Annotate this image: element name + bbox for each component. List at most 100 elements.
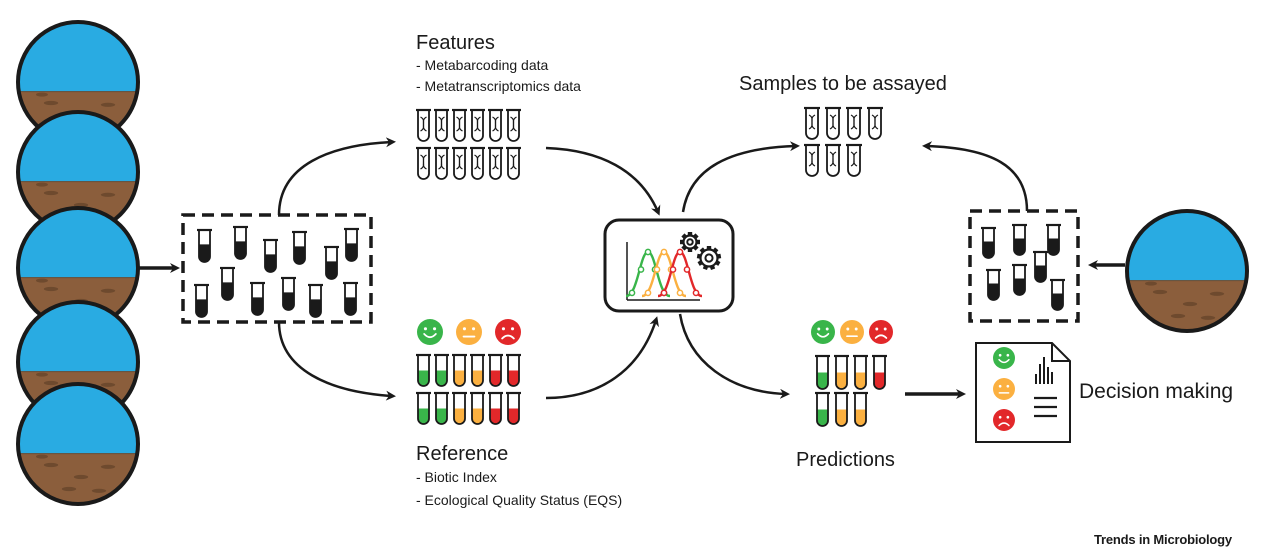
reference-item-1: - Biotic Index [416, 469, 497, 485]
test-tube-icon [1012, 263, 1027, 296]
data-point [676, 289, 684, 297]
data-point [637, 266, 645, 273]
test-tube-icon [233, 225, 248, 260]
arrow-icon [922, 141, 1029, 212]
test-tube-icon [867, 106, 883, 140]
data-point [692, 289, 700, 297]
smiley-icon [456, 319, 482, 345]
test-tube-icon [452, 146, 467, 180]
test-tube-icon [197, 228, 212, 263]
quality-smileys [417, 319, 893, 345]
test-tube-icon [853, 391, 868, 427]
test-tube-icon [1050, 278, 1065, 311]
test-tube-icon [506, 353, 521, 387]
dna-icon [438, 154, 445, 170]
test-tube-icon [506, 391, 521, 425]
dna-icon [492, 154, 499, 170]
smiley-icon [993, 378, 1015, 400]
test-tube-icon [416, 108, 431, 142]
test-tube-icon [292, 230, 307, 265]
water-sample-stack [16, 20, 140, 506]
test-tube-icon [506, 108, 521, 142]
test-tube-icon [220, 266, 235, 301]
dna-icon [474, 154, 481, 170]
dna-icon [420, 116, 427, 132]
test-tube-icon [343, 281, 358, 316]
dna-icon [808, 151, 816, 167]
features-item-2: - Metatranscriptomics data [416, 78, 581, 94]
test-tube-icon [986, 268, 1001, 301]
test-tube-icon [834, 391, 849, 427]
test-tube-icon [324, 245, 339, 280]
smiley-icon [869, 320, 893, 344]
reference-heading: Reference [416, 443, 509, 465]
test-tube-icon [1033, 250, 1048, 283]
test-tube-icon [488, 353, 503, 387]
test-tube-icon [825, 143, 841, 177]
dna-icon [438, 116, 445, 132]
test-tube-icon [804, 143, 820, 177]
smiley-icon [840, 320, 864, 344]
test-tube-icon [308, 283, 323, 318]
features-heading: Features [416, 32, 495, 54]
features-item-1: - Metabarcoding data [416, 57, 549, 73]
dna-icon [829, 151, 837, 167]
dna-icon [829, 114, 837, 130]
data-point [683, 266, 691, 273]
data-point [644, 289, 652, 297]
test-tube-icon [416, 146, 431, 180]
test-tube-icon [872, 354, 887, 390]
dna-icon [456, 154, 463, 170]
test-tube-icon [452, 353, 467, 387]
reference-item-2: - Ecological Quality Status (EQS) [416, 492, 623, 508]
test-tube-icon [488, 391, 503, 425]
dna-icon [808, 114, 816, 130]
data-point [660, 248, 668, 256]
data-point [628, 289, 636, 297]
new-water-sample [1125, 209, 1249, 333]
test-tube-icon [804, 106, 820, 140]
dna-icon [850, 151, 858, 167]
data-point [644, 248, 652, 256]
data-point [653, 266, 661, 273]
water-sample-icon [1125, 209, 1249, 333]
arrow-icon [545, 146, 661, 216]
smiley-icon [993, 347, 1015, 369]
dna-icon [492, 116, 499, 132]
smiley-icon [417, 319, 443, 345]
test-tube-icon [853, 354, 868, 390]
data-point [669, 266, 677, 273]
sample-boxes [181, 209, 1080, 324]
test-tube-icon [981, 226, 996, 259]
samples-heading: Samples to be assayed [739, 73, 947, 95]
report-icon [975, 342, 1071, 443]
test-tube-icon [488, 108, 503, 142]
test-tube-icon [281, 276, 296, 311]
model-box [603, 218, 735, 313]
test-tube-icon [470, 353, 485, 387]
smiley-icon [993, 409, 1015, 431]
journal-credit: Trends in Microbiology [1094, 532, 1232, 547]
document-outline [975, 342, 1071, 443]
dna-icon [871, 114, 879, 130]
test-tube-icon [263, 238, 278, 273]
test-tube-icon [825, 106, 841, 140]
sample-box-left [181, 213, 373, 324]
test-tube-icon [452, 391, 467, 425]
dna-icon [850, 114, 858, 130]
test-tube-icon [1046, 223, 1061, 256]
test-tube-icon [344, 227, 359, 262]
test-tube-icon [815, 354, 830, 390]
test-tube-icon [434, 146, 449, 180]
test-tube-icon [846, 143, 862, 177]
test-tube-icon [470, 391, 485, 425]
test-tube-icon [434, 108, 449, 142]
data-point [676, 248, 684, 256]
test-tube-icon [506, 146, 521, 180]
test-tube-icon [416, 391, 431, 425]
smiley-icon [811, 320, 835, 344]
dna-icon [420, 154, 427, 170]
test-tube-icon [470, 108, 485, 142]
test-tube-icon [470, 146, 485, 180]
test-tube-icon [1012, 223, 1027, 256]
